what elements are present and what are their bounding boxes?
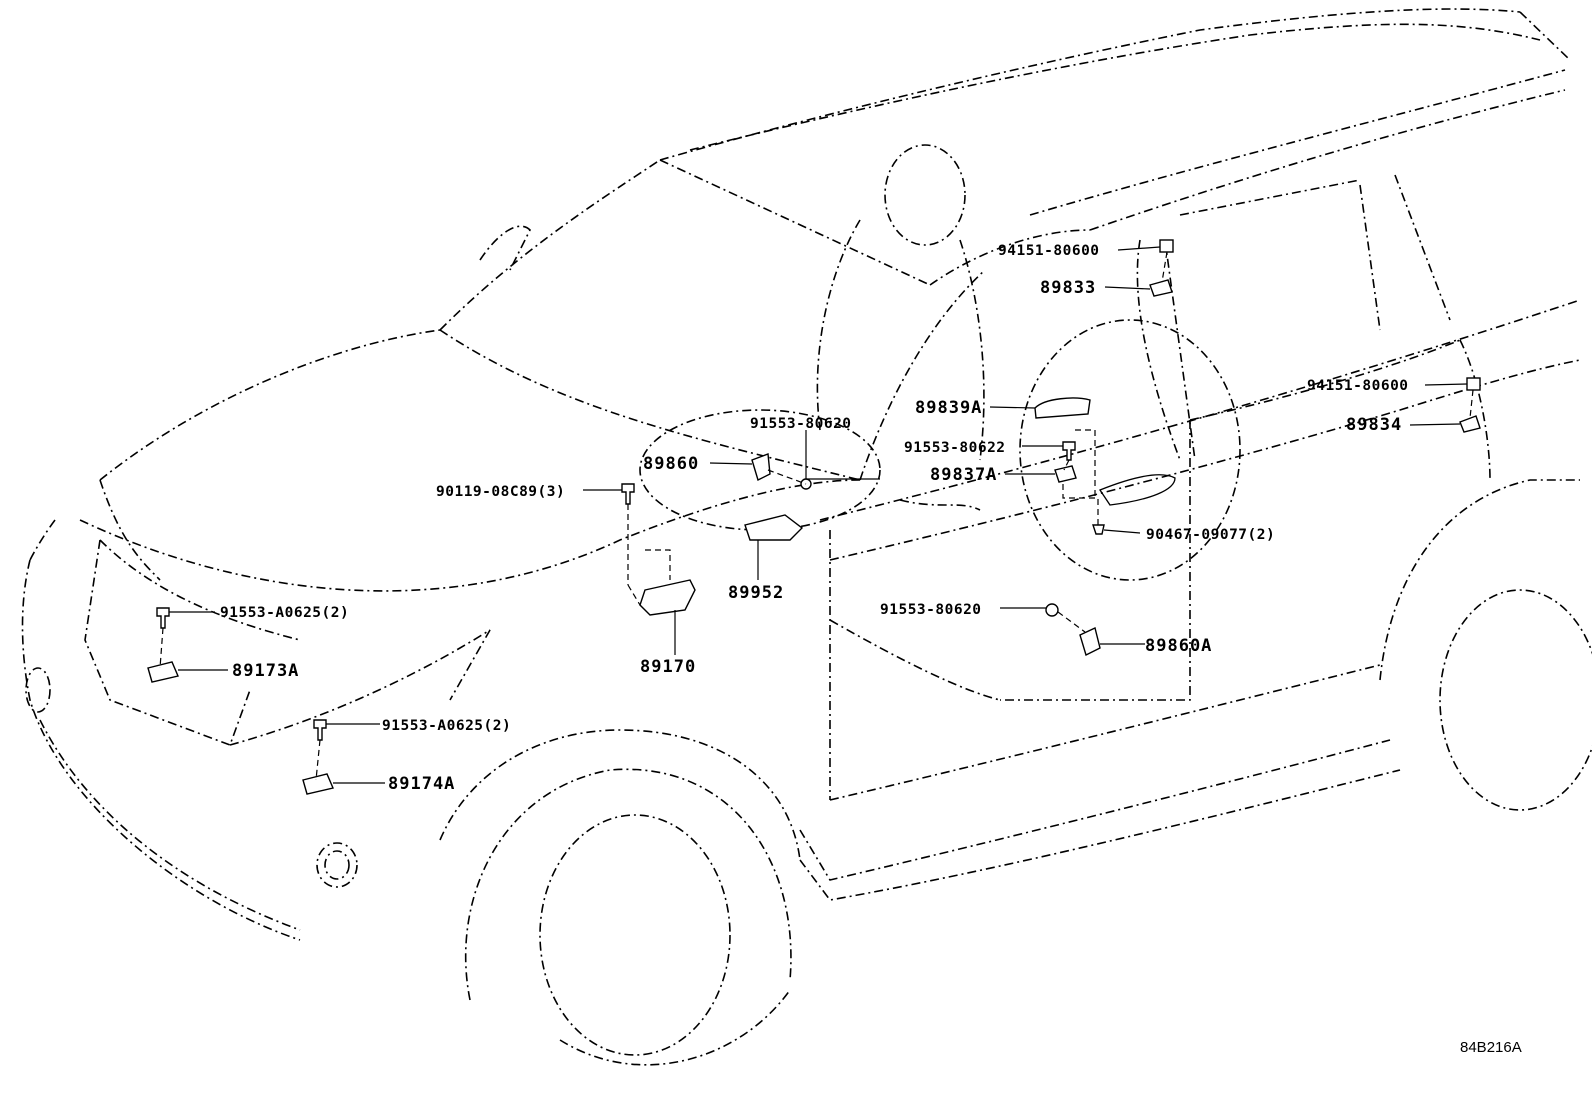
label-89952: 89952	[728, 583, 784, 603]
leader-lines	[159, 246, 1474, 784]
parts	[147, 239, 1481, 795]
label-94151-80600-upper: 94151-80600	[998, 243, 1100, 259]
label-89173A: 89173A	[232, 661, 299, 681]
bolt-91553-80620-lower-icon	[1045, 603, 1059, 617]
sensor-89837A-icon	[1054, 465, 1077, 483]
sensor-89860A-icon	[1079, 627, 1101, 656]
diagram-reference-code: 84B216A	[1460, 1039, 1522, 1056]
label-90467-09077: 90467-09077(2)	[1146, 527, 1275, 543]
vehicle-outline	[21, 8, 1592, 1066]
sensor-89173A-icon	[147, 661, 179, 683]
label-89834: 89834	[1346, 415, 1402, 435]
nut-94151-upper-icon	[1159, 239, 1174, 253]
module-89952-icon	[744, 514, 804, 541]
sensor-89174A-icon	[302, 773, 334, 795]
ecu-89170-icon	[639, 579, 696, 616]
label-89170: 89170	[640, 657, 696, 677]
label-89839A: 89839A	[915, 398, 982, 418]
callout-labels: 94151-80600 89833 94151-80600 89834 8983…	[220, 243, 1409, 794]
bolt-91553-A0625-upper-icon	[156, 607, 170, 629]
label-89174A: 89174A	[388, 774, 455, 794]
sensor-89834-icon	[1459, 415, 1481, 433]
label-91553-A0625-upper: 91553-A0625(2)	[220, 605, 349, 621]
label-89860: 89860	[643, 454, 699, 474]
label-89860A: 89860A	[1145, 636, 1212, 656]
door-handle-outline	[1099, 474, 1176, 506]
label-90119-08C89: 90119-08C89(3)	[436, 484, 565, 500]
label-94151-80600-right: 94151-80600	[1307, 378, 1409, 394]
label-91553-80622: 91553-80622	[904, 440, 1006, 456]
nut-94151-right-icon	[1466, 377, 1481, 391]
bolt-91553-80622-icon	[1062, 441, 1076, 461]
label-91553-A0625-lower: 91553-A0625(2)	[382, 718, 511, 734]
label-91553-80620-lower: 91553-80620	[880, 602, 982, 618]
module-89839A-icon	[1034, 397, 1091, 419]
label-89837A: 89837A	[930, 465, 997, 485]
bolt-91553-A0625-lower-icon	[313, 719, 327, 741]
clip-90467-icon	[1092, 524, 1105, 535]
label-91553-80620-top: 91553-80620	[750, 416, 852, 432]
sensor-89833-icon	[1149, 279, 1173, 297]
label-89833: 89833	[1040, 278, 1096, 298]
sensor-89860-icon	[751, 453, 771, 481]
bolt-90119-icon	[621, 483, 635, 505]
